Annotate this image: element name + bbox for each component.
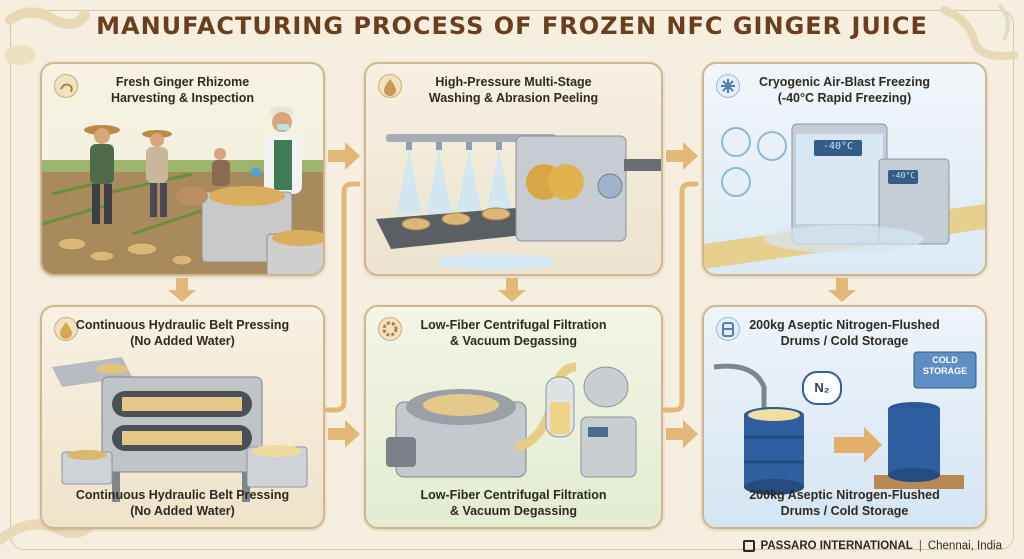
cold-storage-sign: COLD STORAGE <box>914 355 976 377</box>
step-filtration-title: Low-Fiber Centrifugal Filtration & Vacuu… <box>366 317 661 349</box>
connector-filtration-to-freezing <box>661 181 699 413</box>
step-filtration-title-line2: & Vacuum Degassing <box>449 334 578 348</box>
freezer-tunnel-illustration <box>704 123 985 269</box>
ginger-icon <box>54 74 78 98</box>
ginger-corner-decoration-top-right <box>940 3 1018 60</box>
cold-storage-sign-line2: STORAGE <box>922 366 968 376</box>
step-pressing-title-line1: Continuous Hydraulic Belt Pressing <box>75 318 290 332</box>
step-pressing-caption-line2: (No Added Water) <box>130 504 235 518</box>
step-freezing-panel: -40°C -40°C Cryogenic Air-Blast Freezing… <box>702 62 987 276</box>
connector-pressing-to-washing <box>323 181 361 413</box>
company-location: Chennai, India <box>927 540 1002 552</box>
step-pressing-title-line2: (No Added Water) <box>130 334 235 348</box>
washing-machine-illustration <box>376 134 661 270</box>
step-washing-title: High-Pressure Multi-Stage Washing & Abra… <box>366 74 661 106</box>
nitrogen-label: N₂ <box>802 371 842 405</box>
company-logo-icon <box>742 540 755 552</box>
freezer-display-small: -40°C <box>890 171 916 180</box>
step-washing-title-line2: Washing & Abrasion Peeling <box>428 91 599 105</box>
step-freezing-title-line2: (-40°C Rapid Freezing) <box>777 91 912 105</box>
water-drop-icon <box>378 74 402 98</box>
step-harvest-title-line2: Harvesting & Inspection <box>110 91 255 105</box>
step-harvest-title: Fresh Ginger Rhizome Harvesting & Inspec… <box>42 74 323 106</box>
step-harvest-panel: Fresh Ginger Rhizome Harvesting & Inspec… <box>40 62 325 276</box>
step-filtration-panel: Low-Fiber Centrifugal Filtration & Vacuu… <box>364 305 663 529</box>
step-filtration-caption-line1: Low-Fiber Centrifugal Filtration <box>420 488 607 502</box>
step-pressing-panel: Continuous Hydraulic Belt Pressing (No A… <box>40 305 325 529</box>
drum-icon <box>716 317 740 341</box>
arrow-washing-to-filtration <box>498 278 526 302</box>
cold-storage-sign-line1: COLD <box>932 355 958 365</box>
step-washing-panel: High-Pressure Multi-Stage Washing & Abra… <box>364 62 663 276</box>
footer-credit: PASSARO INTERNATIONAL | Chennai, India <box>742 537 1002 555</box>
company-name: PASSARO INTERNATIONAL <box>760 540 913 552</box>
footer-separator: | <box>918 540 922 552</box>
step-harvest-title-line1: Fresh Ginger Rhizome <box>115 75 250 89</box>
snowflake-icon <box>716 74 740 98</box>
arrow-pressing-to-filtration <box>328 420 360 448</box>
step-freezing-title: Cryogenic Air-Blast Freezing (-40°C Rapi… <box>704 74 985 106</box>
step-storage-caption-line1: 200kg Aseptic Nitrogen-Flushed <box>749 488 940 502</box>
step-storage-caption: 200kg Aseptic Nitrogen-Flushed Drums / C… <box>704 487 985 519</box>
arrow-harvest-to-pressing <box>168 278 196 302</box>
juice-drop-icon <box>54 317 78 341</box>
gear-icon <box>378 317 402 341</box>
step-washing-title-line1: High-Pressure Multi-Stage <box>435 75 592 89</box>
step-pressing-title: Continuous Hydraulic Belt Pressing (No A… <box>42 317 323 349</box>
step-storage-title: 200kg Aseptic Nitrogen-Flushed Drums / C… <box>704 317 985 349</box>
arrow-harvest-to-washing <box>328 142 360 170</box>
centrifuge-illustration <box>386 362 637 478</box>
step-storage-title-line2: Drums / Cold Storage <box>780 334 909 348</box>
step-pressing-caption-line1: Continuous Hydraulic Belt Pressing <box>75 488 290 502</box>
step-storage-caption-line2: Drums / Cold Storage <box>780 504 909 518</box>
step-storage-panel: N₂ COLD STORAGE 200kg Aseptic Nitrogen-F… <box>702 305 987 529</box>
ginger-corner-decoration-bottom-left <box>0 515 100 545</box>
arrow-freezing-to-storage <box>828 278 856 302</box>
page-title: MANUFACTURING PROCESS OF FROZEN NFC GING… <box>96 12 928 40</box>
page-frame <box>10 10 1014 550</box>
belt-press-illustration <box>52 357 308 502</box>
drum-storage-illustration <box>713 351 977 495</box>
step-freezing-title-line1: Cryogenic Air-Blast Freezing <box>758 75 931 89</box>
step-filtration-title-line1: Low-Fiber Centrifugal Filtration <box>420 318 607 332</box>
freezer-display-large: -40°C <box>822 141 854 152</box>
arrow-filtration-to-storage <box>666 420 698 448</box>
step-pressing-caption: Continuous Hydraulic Belt Pressing (No A… <box>42 487 323 519</box>
step-filtration-caption-line2: & Vacuum Degassing <box>449 504 578 518</box>
arrow-washing-to-freezing <box>666 142 698 170</box>
step-filtration-caption: Low-Fiber Centrifugal Filtration & Vacuu… <box>366 487 661 519</box>
harvest-field-illustration <box>42 106 323 274</box>
ginger-corner-decoration-top-left <box>4 7 90 65</box>
step-storage-title-line1: 200kg Aseptic Nitrogen-Flushed <box>749 318 940 332</box>
